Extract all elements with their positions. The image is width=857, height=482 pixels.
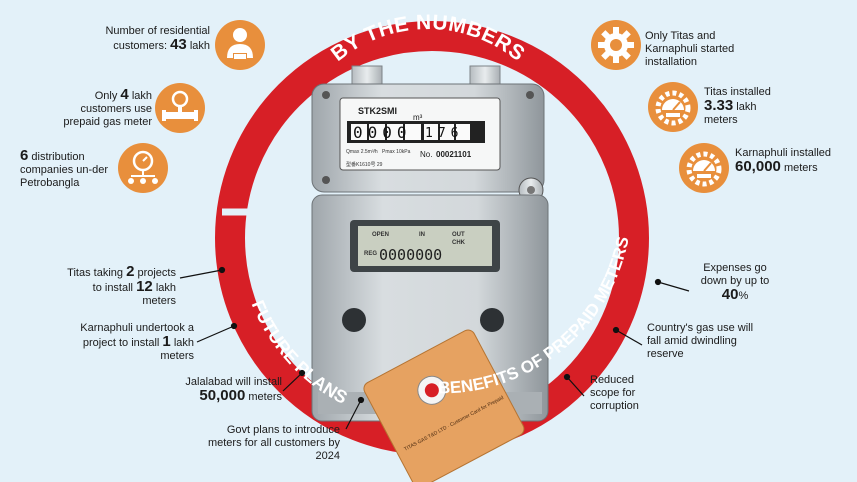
odometer-digit-cells [351,124,470,140]
callout-lines [179,266,690,430]
stat-text: distribution companies un-der Petrobangl… [20,151,109,189]
lcd-label-open: OPEN [372,232,389,238]
stat-value: 43 [170,36,187,53]
plan-text: lakh meters [160,337,194,362]
plan-text: Govt plans to introduce meters for all c… [207,424,340,462]
lcd-reg-label: REG [364,251,377,257]
meter-port-right [480,308,504,332]
meter-spec-1: Qmax 2.5m³/h [346,149,378,155]
plan-text: Titas taking [67,267,123,279]
customer-icon [215,20,265,70]
meter-no-label: No. [420,150,432,159]
benefit-text: Expenses go down by up to [700,262,770,287]
lcd-screen [358,226,492,266]
stat-text: lakh meters [704,101,757,126]
lcd-value: 0000000 [379,246,442,264]
plan-text: lakh meters [142,282,176,307]
lcd-label-chk: CHK [452,240,466,246]
meter-screw [322,176,330,184]
gauge-gear-icon [648,82,698,132]
stat-prepaid-users: Only 4 lakh customers use prepaid gas me… [58,86,152,129]
plan-value: 50,000 [199,387,246,404]
gauge-gear-icon [679,143,729,193]
stat-residential-customers: Number of residential customers: 43 lakh [100,25,210,53]
plan-value: 1 [162,333,171,350]
stat-value: 3.33 [704,97,734,114]
plan-value: 12 [136,278,153,295]
stat-text: Titas installed [704,86,771,98]
plan-text: projects to install [92,267,176,294]
meter-serial: 00021101 [436,150,472,159]
benefit-value: 40 [721,286,739,303]
stat-text: lakh [189,40,210,52]
benefit-text: Reduced scope for corruption [590,374,639,412]
plan-value: 2 [126,263,135,280]
meter-unit: m³ [413,113,423,122]
benefit-text: Country's gas use will fall amid dwindli… [647,322,754,360]
stat-text: meters [783,162,818,174]
odometer-digits: 0000 [353,123,412,142]
plan-karnaphuli-project: Karnaphuli undertook a project to instal… [60,322,194,363]
plan-titas-projects: Titas taking 2 projects to install 12 la… [60,263,176,308]
distribution-network-icon [118,143,168,193]
stat-text: Number of residential customers: [105,25,210,52]
stat-value: 4 [120,86,129,103]
plan-govt-2024: Govt plans to introduce meters for all c… [196,424,340,463]
stat-value: 6 [20,147,29,164]
plan-jalalabad: Jalalabad will install 50,000 meters [180,376,282,404]
stat-text: Only Titas and Karnaphuli started instal… [645,30,735,68]
plan-text: Karnaphuli undertook a project to instal… [80,322,194,349]
stat-distribution-companies: 6 distribution companies un-der Petroban… [20,147,116,190]
prepaid-card: TITAS GAS T&D LTD · Customer Card for Pr… [363,329,525,482]
lcd-label-in: IN [419,232,425,238]
stat-text: Karnaphuli installed [735,147,832,159]
stat-value: 60,000 [735,158,781,175]
benefit-corruption: Reduced scope for corruption [590,374,660,413]
meter-screw [322,91,330,99]
benefit-text: % [738,290,749,302]
stat-karnaphuli-installed: Karnaphuli installed 60,000 meters [735,147,845,175]
lcd-label-out: OUT [452,232,465,238]
meter-footer: 型番K1610号 29 [346,161,383,168]
stat-installation-started: Only Titas and Karnaphuli started instal… [645,30,755,69]
meter-spec-2: Pmax 10kPa [382,149,411,155]
meter-model: STK2SMI [358,106,397,116]
plan-text: Jalalabad will install [185,376,282,388]
meter-port-left [342,308,366,332]
stat-text: Only [94,90,118,102]
stat-titas-installed: Titas installed 3.33 lakh meters [704,86,784,127]
meter-screw [526,91,534,99]
plan-text: meters [248,391,282,403]
benefit-gas-use: Country's gas use will fall amid dwindli… [647,322,767,361]
gear-icon [591,20,641,70]
odometer-decimals: 176 [425,126,463,141]
gas-meter-pipe-icon [155,83,205,133]
stat-text: lakh customers use prepaid gas meter [63,90,152,128]
benefit-expenses: Expenses go down by up to 40% [690,262,780,303]
